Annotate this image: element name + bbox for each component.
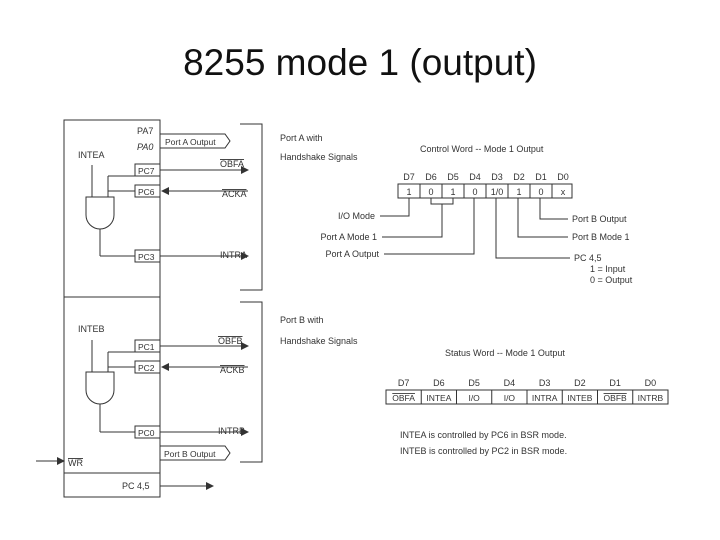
cw-value-d7: 1: [406, 187, 411, 197]
pc1-label: PC1: [138, 342, 155, 352]
control-word-leaders: [380, 198, 570, 259]
ackb-label: ACKB: [220, 365, 245, 375]
port-b-side-line2: Handshake Signals: [280, 336, 358, 346]
inteb-label: INTEB: [78, 324, 105, 334]
status-word-title: Status Word -- Mode 1 Output: [445, 348, 565, 358]
output-legend: 0 = Output: [590, 275, 633, 285]
sw-header-d0: D0: [645, 378, 657, 388]
sw-value-d2: INTEB: [567, 393, 592, 403]
sw-value-d6: INTEA: [426, 393, 451, 403]
port-b-output-cw-label: Port B Output: [572, 214, 627, 224]
intra-label: INTRA: [220, 250, 247, 260]
port-a-output-arrow: [160, 133, 231, 149]
port-a-output-cw-label: Port A Output: [325, 249, 379, 259]
sw-value-d3: INTRA: [532, 393, 558, 403]
port-a-mode-leader: [382, 204, 443, 238]
port-b-mode-label: Port B Mode 1: [572, 232, 630, 242]
slide-title: 8255 mode 1 (output): [183, 42, 537, 83]
port-b-bracket: [240, 301, 263, 463]
cw-value-d6: 0: [428, 187, 433, 197]
input-legend: 1 = Input: [590, 264, 626, 274]
pc6-label: PC6: [138, 187, 155, 197]
port-a-labels: PA7 PA0 Port A Output INTEA PC7 PC6 PC3 …: [78, 126, 358, 262]
port-a-and-gate: [85, 196, 115, 230]
pc0-label: PC0: [138, 428, 155, 438]
control-word-headers: D7 D6 D5 D4 D3 D2 D1 D0: [403, 172, 569, 182]
port-b-labels: INTEB PC1 PC2 PC0 OBFB ACKB INTRB Port B…: [68, 315, 358, 491]
pc7-label: PC7: [138, 166, 155, 176]
sw-header-d4: D4: [504, 378, 516, 388]
cw-value-d3: 1/0: [491, 187, 504, 197]
control-word: Control Word -- Mode 1 Output D7 D6 D5 D…: [320, 144, 632, 285]
sw-header-d1: D1: [609, 378, 621, 388]
status-note-inteb: INTEB is controlled by PC2 in BSR mode.: [400, 446, 567, 456]
cw-value-d4: 0: [472, 187, 477, 197]
pc2-label: PC2: [138, 363, 155, 373]
cw-header-d6: D6: [425, 172, 437, 182]
control-word-title: Control Word -- Mode 1 Output: [420, 144, 544, 154]
status-note-intea: INTEA is controlled by PC6 in BSR mode.: [400, 430, 567, 440]
pc3-label: PC3: [138, 252, 155, 262]
port-b-frame: [63, 296, 161, 498]
port-b-side-line1: Port B with: [280, 315, 324, 325]
io-mode-label: I/O Mode: [338, 211, 375, 221]
cw-header-d1: D1: [535, 172, 547, 182]
sw-value-d5: I/O: [468, 393, 480, 403]
obfa-label: OBFA: [220, 159, 244, 169]
mode-bracket: [430, 198, 454, 205]
port-b-output-leader: [539, 198, 568, 220]
intrb-label: INTRB: [218, 426, 245, 436]
port-a-side-line2: Handshake Signals: [280, 152, 358, 162]
port-b-output-label: Port B Output: [164, 449, 216, 459]
port-a-block: [63, 119, 263, 298]
port-a-output-leader: [384, 198, 475, 255]
cw-value-d0: x: [561, 187, 566, 197]
cw-pc45-label: PC 4,5: [574, 253, 602, 263]
cw-value-d5: 1: [450, 187, 455, 197]
sw-value-d4: I/O: [504, 393, 516, 403]
sw-header-d6: D6: [433, 378, 445, 388]
intea-label: INTEA: [78, 150, 105, 160]
sw-value-d7: OBFA: [392, 393, 415, 403]
sw-header-d3: D3: [539, 378, 551, 388]
port-a-mode-label: Port A Mode 1: [320, 232, 377, 242]
control-word-values: 1 0 1 0 1/0 1 0 x: [406, 187, 565, 197]
cw-header-d2: D2: [513, 172, 525, 182]
port-b-output-arrow: [160, 445, 231, 461]
cw-header-d4: D4: [469, 172, 481, 182]
pa0-label: PA0: [137, 142, 153, 152]
port-b-pc45-label: PC 4,5: [122, 481, 150, 491]
status-word-headers: D7 D6 D5 D4 D3 D2 D1 D0: [398, 378, 656, 388]
sw-header-d7: D7: [398, 378, 410, 388]
obfb-label: OBFB: [218, 336, 243, 346]
port-b-block: [36, 296, 263, 498]
sw-header-d5: D5: [468, 378, 480, 388]
status-word-values: OBFA INTEA I/O I/O INTRA INTEB OBFB INTR…: [392, 393, 663, 403]
cw-header-d5: D5: [447, 172, 459, 182]
port-a-side-line1: Port A with: [280, 133, 323, 143]
port-b-mode-leader: [517, 198, 568, 238]
acka-label: ACKA: [222, 189, 247, 199]
port-b-and-gate: [85, 371, 115, 405]
sw-value-d0: INTRB: [638, 393, 664, 403]
io-mode-leader: [380, 198, 410, 217]
sw-header-d2: D2: [574, 378, 586, 388]
control-word-cells: [397, 183, 573, 199]
cw-value-d1: 0: [538, 187, 543, 197]
cw-value-d2: 1: [516, 187, 521, 197]
cw-header-d0: D0: [557, 172, 569, 182]
status-word: Status Word -- Mode 1 Output D7 D6 D5 D4…: [385, 348, 669, 456]
cw-header-d7: D7: [403, 172, 415, 182]
wr-label: WR: [68, 458, 83, 468]
pc45-leader: [495, 198, 570, 259]
status-word-dividers: [420, 390, 634, 404]
port-a-output-label: Port A Output: [165, 137, 216, 147]
pa7-label: PA7: [137, 126, 153, 136]
control-word-dividers: [419, 184, 553, 198]
cw-header-d3: D3: [491, 172, 503, 182]
sw-value-d1: OBFB: [604, 393, 627, 403]
port-a-bracket: [240, 123, 263, 291]
